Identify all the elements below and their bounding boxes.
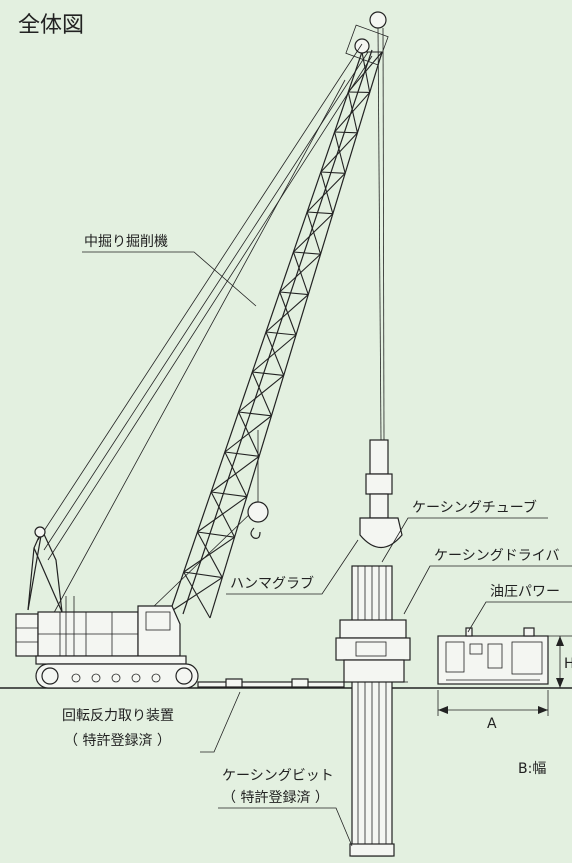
hydraulic-power-unit (438, 628, 548, 684)
boom-lattice-strut (184, 572, 223, 578)
boom-lattice-brace (280, 292, 296, 335)
crane-body (16, 596, 186, 664)
casing-tube (350, 566, 394, 856)
hoist-rope (378, 28, 381, 440)
label-nakabori-excavator: 中掘り掘削機 (84, 234, 168, 250)
dimension-b-label: B:幅 (518, 761, 546, 777)
boom-lattice-strut (321, 172, 345, 173)
crawler-tracks (36, 664, 198, 688)
boom-lattice-brace (225, 452, 247, 497)
boom-lattice-brace (211, 492, 234, 537)
label-casing-bit: ケーシングビット (222, 768, 334, 784)
label-casing-driver: ケーシングドライバ (434, 548, 559, 564)
casing-bit (350, 844, 394, 856)
boom-lattice-strut (211, 492, 247, 497)
casing-driver (336, 620, 410, 682)
diagram-title: 全体図 (18, 13, 84, 38)
dimension-h-label: H (564, 656, 572, 672)
boom-lattice-brace (335, 132, 346, 173)
label-rotation-device-patent: （ 特許登録済 ） (64, 733, 171, 749)
boom-lattice-strut (307, 212, 333, 214)
boom-lattice-brace (348, 52, 382, 92)
boom-lattice-brace (307, 212, 320, 254)
label-rotation-device: 回転反力取り装置 (62, 708, 174, 724)
boom-lattice-strut (225, 452, 259, 456)
label-casing-tube: ケーシングチューブ (412, 499, 537, 516)
boom-lattice-strut (335, 132, 358, 133)
boom-lattice-brace (184, 572, 210, 618)
boom-lattice-brace (362, 52, 370, 92)
boom-lattice-brace (335, 92, 370, 132)
label-power-unit: 油圧パワー (490, 584, 560, 600)
hammer-grab (360, 440, 402, 548)
dimension-a-label: A (487, 716, 497, 732)
crane-boom (170, 12, 388, 618)
boom-lattice-strut (266, 332, 296, 335)
dimension-a: A (438, 690, 548, 732)
boom-lattice-brace (293, 252, 308, 295)
boom-lattice-strut (293, 252, 320, 254)
boom-lattice-brace (197, 532, 222, 578)
label-casing-bit-patent: （ 特許登録済 ） (222, 790, 329, 806)
boom-lattice-strut (280, 292, 309, 295)
boom-lattice-strut (252, 372, 283, 375)
crane-gantry (28, 527, 62, 612)
label-hammer-grab: ハンマグラブ (230, 575, 314, 592)
dimension-h: H (548, 636, 572, 688)
boom-lattice-strut (239, 412, 272, 416)
boom-lattice-brace (321, 172, 333, 214)
rotation-reaction-device (198, 679, 344, 687)
